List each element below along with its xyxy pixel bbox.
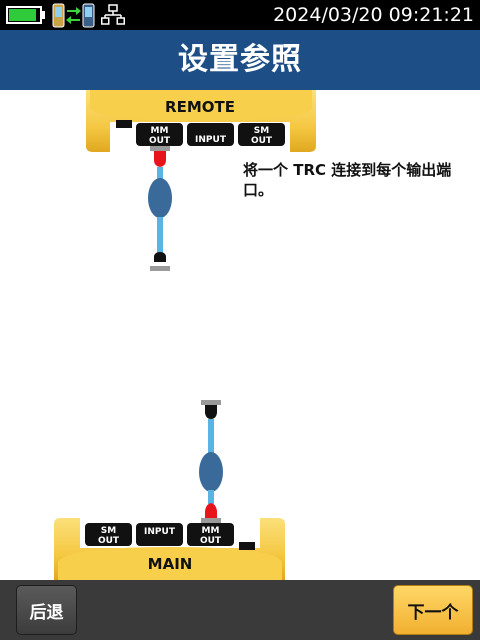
remote-port-mm-out-label-1: MM	[151, 126, 169, 136]
remote-reference-cable	[148, 146, 172, 271]
main-port-mm-out-label-1: MM	[202, 526, 220, 536]
remote-unit-face	[90, 90, 312, 121]
clock: 2024/03/20 09:21:21	[273, 3, 474, 27]
main-cable-ferrule	[201, 518, 221, 523]
network-icon	[101, 4, 125, 25]
remote-unit-latch	[116, 120, 132, 128]
remote-cable-ferrule	[150, 146, 170, 151]
diagram-canvas: REMOTE MM OUT INPUT SM OUT	[54, 90, 316, 580]
main-unit-latch	[239, 542, 255, 550]
status-bar: 2024/03/20 09:21:21	[0, 0, 480, 30]
battery-tip	[42, 11, 45, 19]
title-bar: 设置参照	[0, 30, 480, 90]
main-unit-label: MAIN	[148, 555, 193, 573]
remote-cable-lower-segment	[157, 217, 163, 253]
main-port-sm-out: SM OUT	[85, 523, 132, 546]
remote-port-sm-out-label-2: OUT	[251, 136, 273, 146]
remote-unit-label: REMOTE	[165, 98, 235, 116]
main-cable-lower-segment	[208, 490, 214, 504]
main-port-sm-out-housing	[85, 523, 132, 546]
battery-icon	[6, 6, 42, 24]
main-cable-upper-segment	[208, 419, 214, 454]
setup-diagram: REMOTE MM OUT INPUT SM OUT	[0, 90, 480, 580]
remote-port-sm-out: SM OUT	[238, 123, 285, 146]
page-title: 设置参照	[178, 42, 302, 77]
next-button[interactable]: 下一个	[393, 585, 473, 635]
main-port-input: INPUT	[136, 523, 183, 546]
bottom-bar: 后退 下一个	[0, 580, 480, 640]
remote-cable-red-connector	[154, 151, 166, 167]
instruction-text: 将一个 TRC 连接到每个输出端口。	[243, 161, 452, 199]
main-port-input-housing	[136, 523, 183, 546]
remote-port-input-housing	[187, 123, 234, 146]
device-sync-icon	[52, 3, 95, 28]
main-port-input-label: INPUT	[144, 527, 176, 537]
remote-cable-upper-segment	[157, 167, 163, 183]
main-cable-bulge	[199, 452, 223, 492]
main-unit: MAIN SM OUT INPUT MM OUT	[54, 518, 285, 580]
main-cable-end-ferrule	[201, 400, 221, 405]
remote-port-input-label: INPUT	[195, 135, 227, 145]
remote-unit: REMOTE MM OUT INPUT SM OUT	[86, 90, 316, 152]
main-unit-face	[58, 547, 282, 580]
main-port-mm-out: MM OUT	[187, 523, 234, 546]
status-date: 2024/03/20	[273, 4, 383, 26]
remote-port-mm-out-label-2: OUT	[149, 136, 171, 146]
main-port-sm-out-label-1: SM	[101, 526, 116, 536]
remote-cable-end-ferrule	[150, 266, 170, 271]
main-port-mm-out-housing	[187, 523, 234, 546]
remote-cable-bulge	[148, 178, 172, 218]
main-cable-red-connector	[205, 503, 217, 518]
remote-cable-black-connector	[154, 252, 166, 262]
remote-port-input: INPUT	[187, 123, 234, 146]
remote-port-mm-out: MM OUT	[136, 123, 183, 146]
main-port-sm-out-label-2: OUT	[98, 536, 120, 546]
battery-level-fill	[9, 9, 36, 21]
main-cable-black-connector	[205, 405, 217, 419]
remote-port-mm-out-housing	[136, 123, 183, 146]
back-button[interactable]: 后退	[16, 585, 77, 635]
main-port-mm-out-label-2: OUT	[200, 536, 222, 546]
remote-port-sm-out-label-1: SM	[254, 126, 269, 136]
status-time: 09:21:21	[388, 4, 474, 26]
main-reference-cable	[199, 400, 223, 523]
remote-port-sm-out-housing	[238, 123, 285, 146]
